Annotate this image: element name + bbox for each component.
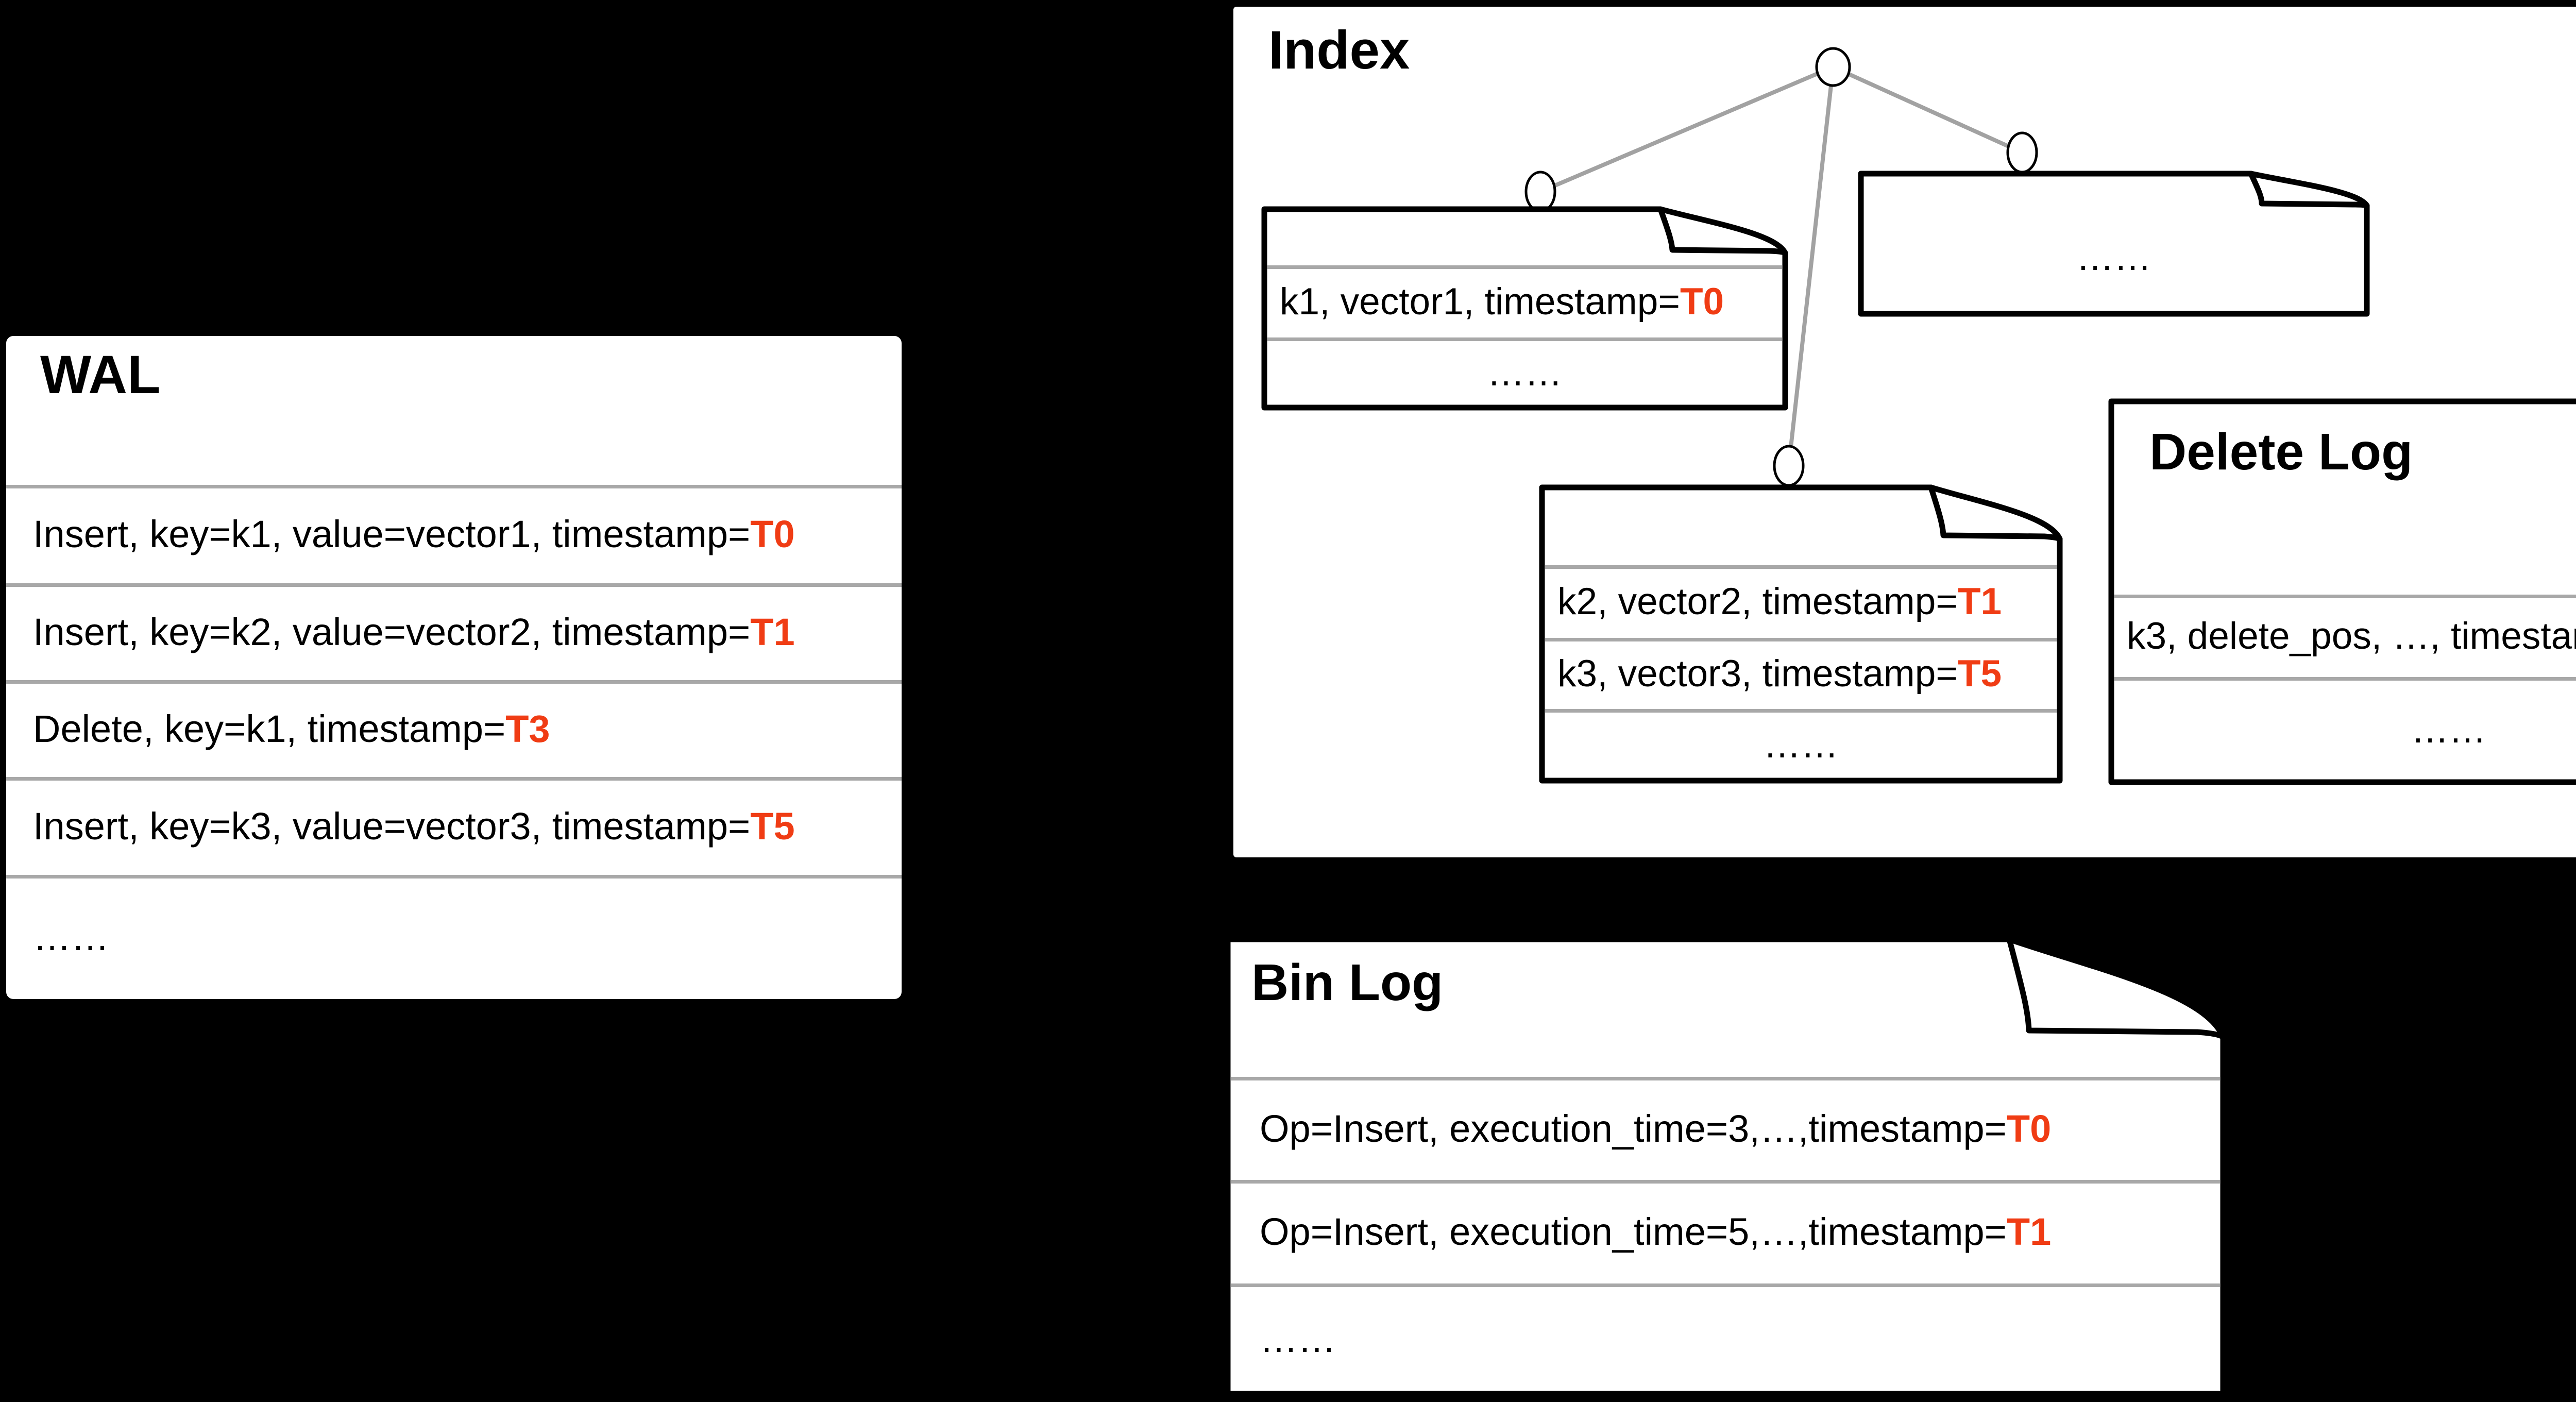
delete-log-separator <box>2114 677 2576 681</box>
bin-log-row-text: Op=Insert, execution_time=5,…,timestamp= <box>1260 1210 2007 1253</box>
segment-doc-1-fold-corner <box>1657 206 1788 256</box>
tree-edge <box>1832 65 2023 155</box>
segment-doc-2-fold-corner <box>1928 484 2063 542</box>
segment-doc-2-row: k2, vector2, timestamp=T1 <box>1557 565 2057 638</box>
wal-row-text: Insert, key=k2, value=vector2, timestamp… <box>33 610 751 653</box>
bin-log-shape <box>1225 936 2226 1397</box>
wal-log-row: Delete, key=k1, timestamp=T3 <box>33 680 896 777</box>
bin-log-row-text: Op=Insert, execution_time=3,…,timestamp= <box>1260 1107 2007 1150</box>
delete-log-row-text: …… <box>2411 708 2486 751</box>
segment-row-text: …… <box>2076 237 2151 278</box>
wal-row-text: Delete, key=k1, timestamp= <box>33 707 506 750</box>
bin-log-title: Bin Log <box>1251 954 1444 1011</box>
index-title: Index <box>1268 20 1410 80</box>
tree-node <box>1524 171 1556 213</box>
bin-log-fold-corner <box>2006 936 2226 1040</box>
bin-log-row-ellipsis: …… <box>1260 1283 2218 1394</box>
segment-row-text: k2, vector2, timestamp= <box>1557 581 1958 622</box>
segment-doc-2-row-ellipsis: …… <box>1542 709 2060 781</box>
segment-doc-1-separator <box>1267 337 1782 341</box>
tree-root-node <box>1815 47 1851 87</box>
wal-row-timestamp: T3 <box>505 707 550 750</box>
segment-row-timestamp: T5 <box>1957 652 2002 695</box>
wal-title: WAL <box>40 345 161 405</box>
wal-log-row: Insert, key=k1, value=vector1, timestamp… <box>33 485 896 583</box>
delete-log-separator <box>2114 595 2576 598</box>
segment-doc-2-separator <box>1545 638 2057 641</box>
wal-separator <box>6 583 902 587</box>
delete-log-row: k3, delete_pos, …, timestamp=T3 <box>2127 595 2576 677</box>
bin-log-row: Op=Insert, execution_time=3,…,timestamp=… <box>1260 1077 2218 1180</box>
segment-doc-2-separator <box>1545 709 2057 713</box>
bin-log-separator <box>1231 1077 2220 1080</box>
bin-log-separator <box>1231 1283 2220 1287</box>
bin-log-row-timestamp: T1 <box>2006 1210 2052 1253</box>
wal-panel <box>6 336 902 999</box>
wal-separator <box>6 777 902 781</box>
wal-log-row: Insert, key=k2, value=vector2, timestamp… <box>33 583 896 680</box>
delete-log-row-text: k3, delete_pos, …, timestamp= <box>2127 615 2576 657</box>
segment-doc-2-row: k3, vector3, timestamp=T5 <box>1557 638 2057 709</box>
tree-node <box>2006 131 2038 174</box>
wal-row-text: …… <box>33 916 109 958</box>
segment-row-timestamp: T0 <box>1680 280 1724 323</box>
segment-doc-overflow-fold-corner <box>2248 171 2370 209</box>
wal-separator <box>6 485 902 488</box>
segment-doc-2-separator <box>1545 565 2057 569</box>
delete-log-shape <box>2108 398 2576 785</box>
bin-log-row-text: …… <box>1260 1317 1336 1360</box>
wal-row-text: Insert, key=k3, value=vector3, timestamp… <box>33 804 751 848</box>
bin-log-row-timestamp: T0 <box>2006 1107 2052 1150</box>
wal-row-timestamp: T5 <box>750 804 795 848</box>
wal-log-row: Insert, key=k3, value=vector3, timestamp… <box>33 777 896 875</box>
wal-log-row-ellipsis: …… <box>33 875 896 999</box>
segment-row-text: k1, vector1, timestamp= <box>1280 280 1680 323</box>
segment-doc-1-row-ellipsis: …… <box>1264 337 1785 408</box>
wal-row-timestamp: T0 <box>750 513 795 555</box>
delete-log-title: Delete Log <box>2149 423 2413 481</box>
segment-row-text: …… <box>1763 724 1839 766</box>
tree-edge <box>1787 66 1835 466</box>
segment-doc-1-row: k1, vector1, timestamp=T0 <box>1280 265 1782 337</box>
tree-node <box>1773 445 1805 487</box>
segment-row-timestamp: T1 <box>1957 581 2002 622</box>
segment-doc-overflow-row-ellipsis: …… <box>1861 201 2367 314</box>
tree-edge <box>1539 65 1834 194</box>
wal-separator <box>6 875 902 879</box>
segment-row-text: …… <box>1487 351 1563 394</box>
delete-log-row-ellipsis: …… <box>2111 677 2576 782</box>
bin-log-row: Op=Insert, execution_time=5,…,timestamp=… <box>1260 1180 2218 1283</box>
segment-doc-1-separator <box>1267 265 1782 269</box>
wal-separator <box>6 680 902 684</box>
wal-row-text: Insert, key=k1, value=vector1, timestamp… <box>33 513 751 555</box>
bin-log-separator <box>1231 1180 2220 1184</box>
wal-row-timestamp: T1 <box>750 610 795 653</box>
segment-row-text: k3, vector3, timestamp= <box>1557 652 1958 695</box>
